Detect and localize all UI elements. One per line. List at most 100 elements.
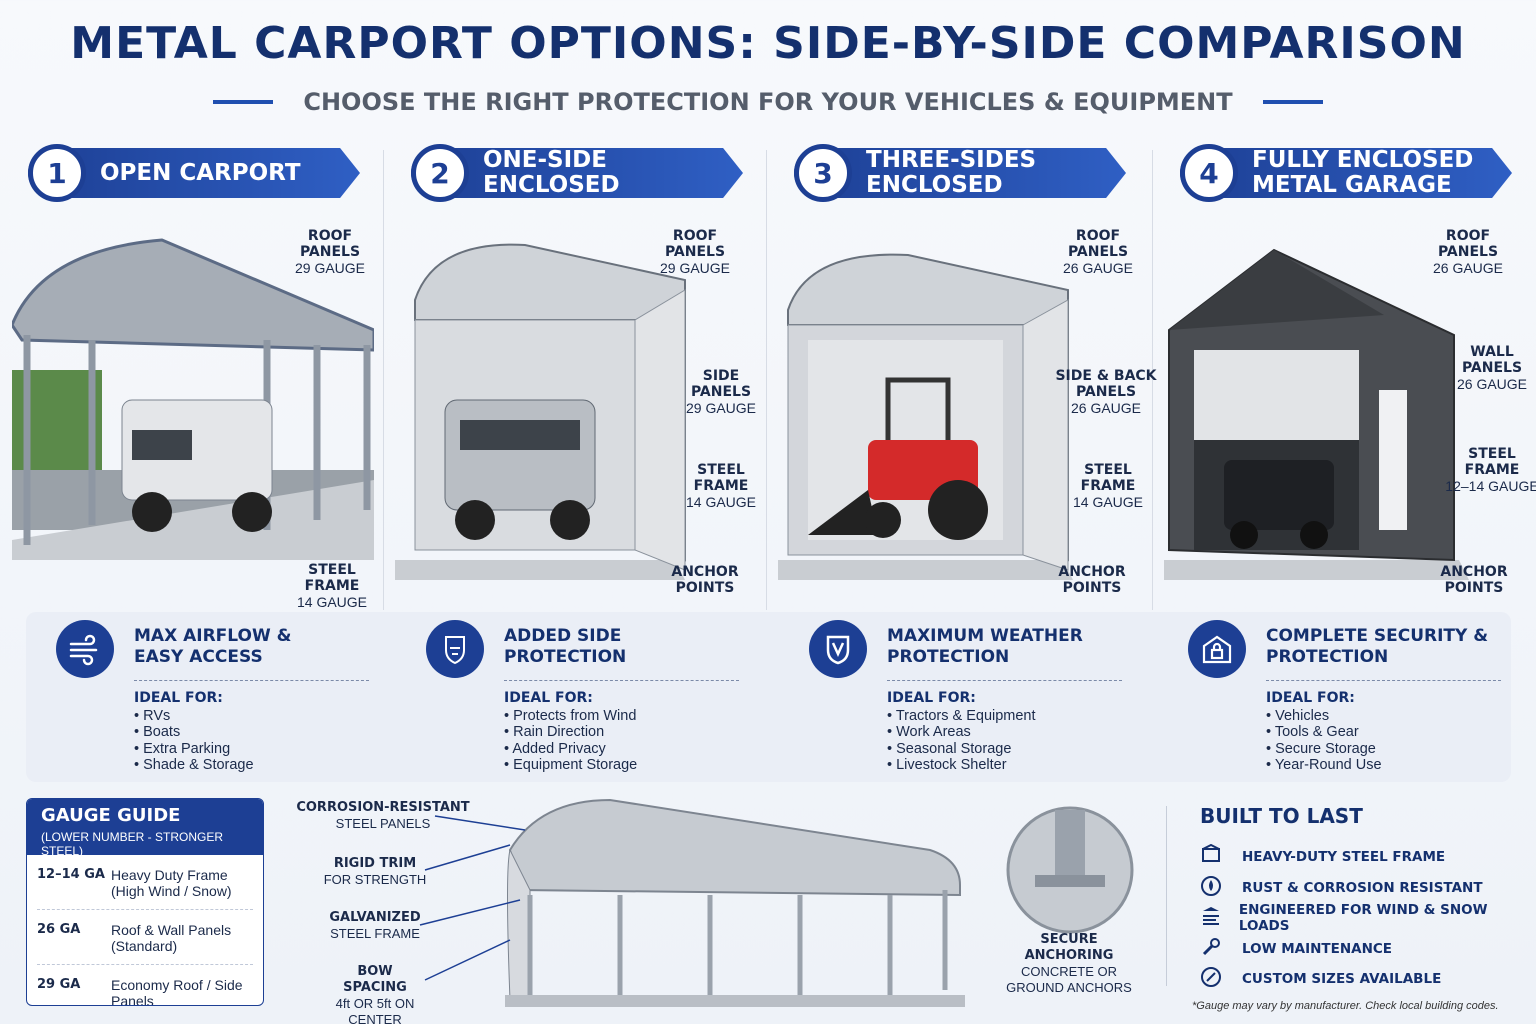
list-item: Rain Direction <box>504 724 637 740</box>
gauge-desc: Economy Roof / Side Panels <box>111 977 243 1006</box>
three-sides-enclosed-illustration <box>778 253 1073 580</box>
option-number: 2 <box>411 144 469 202</box>
subtitle-rule-right <box>1262 100 1323 104</box>
benefit-card: ADDED SIDE PROTECTION IDEAL FOR: Protect… <box>396 620 766 780</box>
subtitle-row: CHOOSE THE RIGHT PROTECTION FOR YOUR VEH… <box>0 88 1536 116</box>
wrench-icon <box>1200 936 1242 962</box>
shield-weather-icon <box>426 620 484 678</box>
benefits-panel <box>26 612 1511 782</box>
benefit-card: MAXIMUM WEATHER PROTECTION IDEAL FOR: Tr… <box>779 620 1149 780</box>
list-item: Protects from Wind <box>504 708 637 724</box>
page-subtitle: CHOOSE THE RIGHT PROTECTION FOR YOUR VEH… <box>303 88 1233 116</box>
benefit-card: MAX AIRFLOW & EASY ACCESS IDEAL FOR: RVs… <box>26 620 396 780</box>
gauge-separator <box>37 964 253 965</box>
gauge-desc: Heavy Duty Frame (High Wind / Snow) <box>111 867 232 899</box>
benefit-title: MAXIMUM WEATHER PROTECTION <box>887 626 1083 667</box>
fully-enclosed-garage-illustration <box>1164 248 1469 580</box>
callout-anchor-points: ANCHOR POINTS <box>671 564 739 596</box>
frame-icon <box>1200 844 1242 870</box>
shield-icon <box>809 620 867 678</box>
garage-lock-icon <box>1188 620 1246 678</box>
list-item: Seasonal Storage <box>887 741 1036 757</box>
callout-anchor-points: ANCHOR POINTS <box>1058 564 1126 596</box>
ideal-label: IDEAL FOR: <box>887 690 976 706</box>
option-number: 4 <box>1180 144 1238 202</box>
option-title: THREE-SIDES ENCLOSED <box>866 147 1037 198</box>
gauge-row: 29 GA Economy Roof / Side Panels <box>27 977 263 1006</box>
feature-label: HEAVY-DUTY STEEL FRAME <box>1242 849 1446 866</box>
open-carport-illustration <box>12 238 374 560</box>
gauge-guide-subtitle: (LOWER NUMBER - STRONGER STEEL) <box>41 830 224 858</box>
column-divider <box>383 150 384 610</box>
option-title: ONE-SIDE ENCLOSED <box>483 147 620 198</box>
option-number: 1 <box>28 144 86 202</box>
feature-item: HEAVY-DUTY STEEL FRAME <box>1200 842 1520 873</box>
one-side-enclosed-illustration <box>395 243 686 580</box>
gauge-value: 12–14 GA <box>37 867 105 882</box>
list-item: Tractors & Equipment <box>887 708 1036 724</box>
feature-label: RUST & CORROSION RESISTANT <box>1242 879 1483 896</box>
benefit-rule <box>887 680 1122 681</box>
gauge-separator <box>37 909 253 910</box>
gauge-value: 29 GA <box>37 977 81 992</box>
footnote: *Gauge may vary by manufacturer. Check l… <box>1192 1000 1499 1012</box>
wind-snow-icon <box>1200 905 1239 931</box>
benefit-rule <box>1266 680 1501 681</box>
carport-frame-illustration <box>419 798 1134 1007</box>
list-item: Work Areas <box>887 724 1036 740</box>
benefit-rule <box>134 680 369 681</box>
ideal-label: IDEAL FOR: <box>1266 690 1355 706</box>
list-item: RVs <box>134 708 254 724</box>
option-fully-enclosed-garage: 4 FULLY ENCLOSED METAL GARAGE ROOF PANEL… <box>1152 140 1536 610</box>
built-title: BUILT TO LAST <box>1200 804 1363 828</box>
column-divider <box>1152 150 1153 610</box>
ideal-label: IDEAL FOR: <box>134 690 223 706</box>
benefit-title: MAX AIRFLOW & EASY ACCESS <box>134 626 292 667</box>
benefit-title: ADDED SIDE PROTECTION <box>504 626 627 667</box>
feature-item: RUST & CORROSION RESISTANT <box>1200 873 1520 904</box>
list-item: Added Privacy <box>504 741 637 757</box>
feature-label: CUSTOM SIZES AVAILABLE <box>1242 971 1442 988</box>
option-title: OPEN CARPORT <box>100 159 301 186</box>
list-item: Shade & Storage <box>134 757 253 773</box>
list-item: Boats <box>134 724 254 740</box>
subtitle-rule-left <box>213 100 274 104</box>
feature-label: LOW MAINTENANCE <box>1242 940 1392 957</box>
ideal-list: RVs Boats Extra Parking Shade & Storage <box>134 708 254 773</box>
gauge-value: 26 GA <box>37 922 81 937</box>
callout-anchor-points: ANCHOR POINTS <box>1440 564 1508 596</box>
droplet-icon <box>1200 875 1242 901</box>
benefit-card: COMPLETE SECURITY & PROTECTION IDEAL FOR… <box>1158 620 1528 780</box>
ideal-list: Tractors & Equipment Work Areas Seasonal… <box>887 708 1036 773</box>
gauge-row: 12–14 GA Heavy Duty Frame (High Wind / S… <box>27 867 263 899</box>
list-item: Extra Parking <box>134 741 254 757</box>
feature-label: ENGINEERED FOR WIND & SNOW LOADS <box>1238 902 1488 935</box>
list-item: Secure Storage <box>1266 741 1382 757</box>
benefit-title: COMPLETE SECURITY & PROTECTION <box>1266 626 1489 667</box>
gauge-guide: GAUGE GUIDE (LOWER NUMBER - STRONGER STE… <box>26 798 264 1006</box>
ideal-label: IDEAL FOR: <box>504 690 593 706</box>
option-number: 3 <box>794 144 852 202</box>
list-item: Equipment Storage <box>504 757 637 773</box>
feature-item: CUSTOM SIZES AVAILABLE <box>1200 964 1520 995</box>
list-item: Year-Round Use <box>1266 757 1382 773</box>
gauge-guide-header: GAUGE GUIDE (LOWER NUMBER - STRONGER STE… <box>27 799 263 858</box>
